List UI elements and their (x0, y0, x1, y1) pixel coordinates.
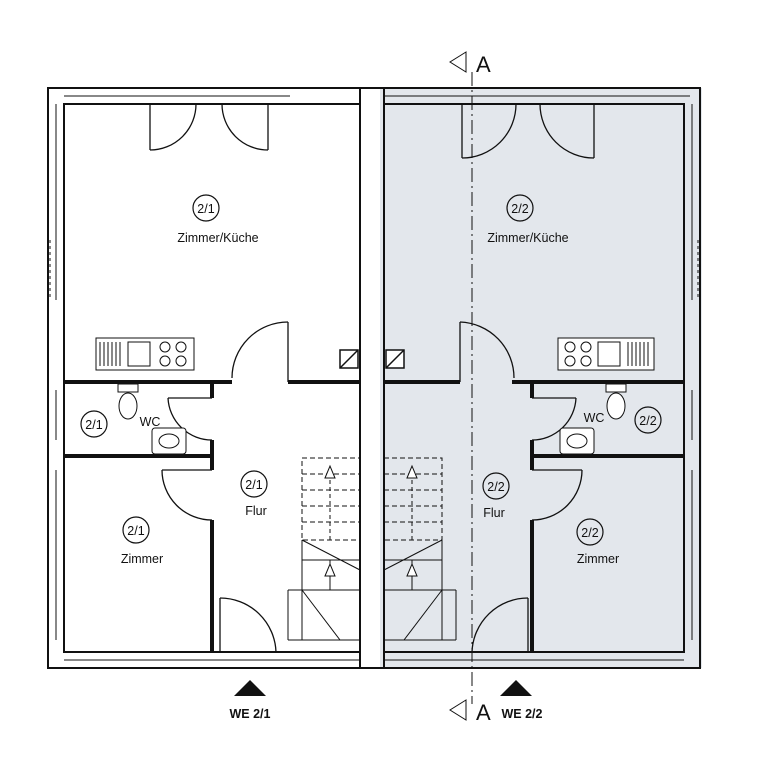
room-number-living-2-1: 2/1 (197, 202, 214, 216)
entrance-label-left: WE 2/1 (230, 707, 271, 721)
party-wall (359, 88, 385, 668)
room-name-room-2-2: Zimmer (577, 552, 619, 566)
room-name-wc-2-2: WC (584, 411, 605, 425)
staircase-right (383, 457, 457, 641)
room-name-wc-2-1: WC (140, 415, 161, 429)
room-number-hall-2-1: 2/1 (245, 478, 262, 492)
section-mark-top: A (476, 52, 491, 77)
interior-walls-right (384, 380, 684, 652)
room-number-wc-2-2: 2/2 (639, 414, 656, 428)
room-number-living-2-2: 2/2 (511, 202, 528, 216)
room-name-hall-2-2: Flur (483, 506, 505, 520)
interior-walls-left (64, 380, 360, 652)
room-number-wc-2-1: 2/1 (85, 418, 102, 432)
windows (49, 95, 699, 661)
entrance-label-right: WE 2/2 (502, 707, 543, 721)
unit-2-2-shading (380, 88, 702, 668)
room-name-living-2-1: Zimmer/Küche (177, 231, 258, 245)
wc-fixtures-left (117, 383, 187, 455)
room-number-circles (80, 194, 662, 546)
room-number-room-2-2: 2/2 (581, 526, 598, 540)
room-number-hall-2-2: 2/2 (487, 480, 504, 494)
section-line (449, 51, 473, 721)
room-name-living-2-2: Zimmer/Küche (487, 231, 568, 245)
entrance-arrow-right-icon (500, 680, 532, 696)
section-mark-bottom: A (476, 700, 491, 725)
room-name-hall-2-1: Flur (245, 504, 267, 518)
shafts (339, 349, 405, 369)
section-arrow-bottom-icon (449, 699, 467, 721)
wc-fixtures-right (559, 383, 627, 455)
room-name-room-2-1: Zimmer (121, 552, 163, 566)
entrance-arrow-left-icon (234, 680, 266, 696)
kitchen-right (557, 337, 655, 371)
section-arrow-top-icon (449, 51, 467, 73)
kitchen-left (95, 337, 195, 371)
room-number-room-2-1: 2/1 (127, 524, 144, 538)
staircase-left (287, 457, 361, 641)
